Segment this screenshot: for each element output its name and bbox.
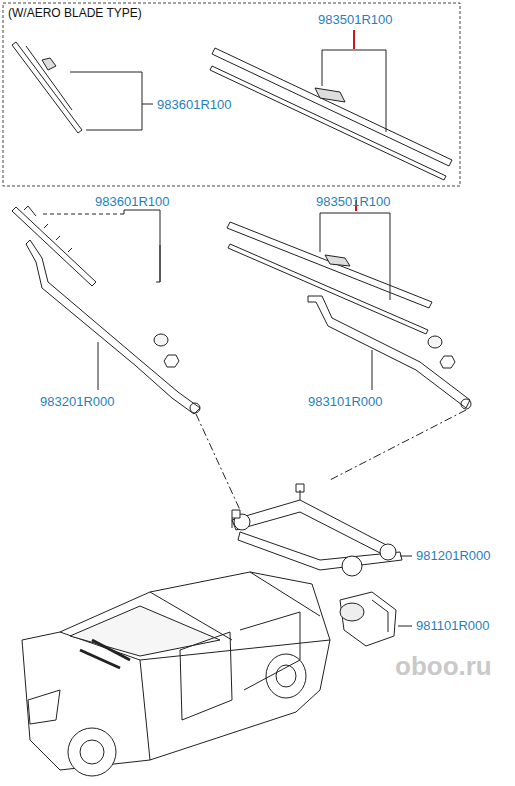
part-number: 983201R000 — [40, 394, 114, 409]
part-number: 983601R100 — [157, 97, 231, 112]
group-heading: (W/AERO BLADE TYPE) — [8, 6, 142, 21]
part-number: 981201R000 — [416, 548, 490, 563]
watermark: oboo.ru — [395, 652, 492, 680]
part-number: 983501R100 — [318, 12, 392, 27]
part-number: 983501R100 — [316, 194, 390, 209]
part-number: 983101R000 — [308, 394, 382, 409]
part-number: 983601R100 — [95, 194, 169, 209]
part-number: 981101R000 — [416, 618, 490, 633]
